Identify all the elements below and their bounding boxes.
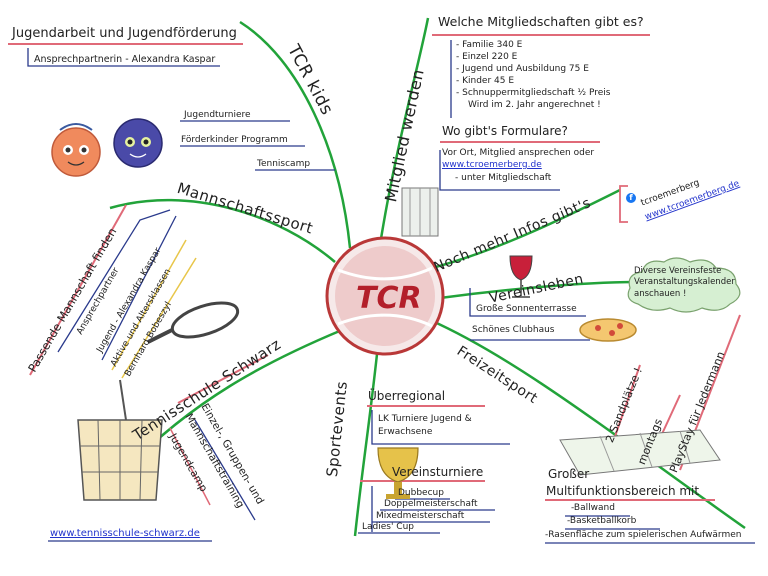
center-ball-icon — [325, 236, 445, 356]
area-item-2: -Basketballkorb — [567, 516, 637, 526]
facebook-icon[interactable]: f — [626, 193, 636, 203]
cloud-icon — [627, 257, 741, 313]
membership-1: - Familie 340 E — [456, 40, 523, 50]
jugend-title: Jugendarbeit und Jugendförderung — [12, 26, 237, 41]
trophy-icon — [377, 447, 419, 499]
cloud-line-2: Veranstaltungskalender — [634, 277, 735, 288]
branch-mitglied — [378, 17, 430, 246]
wine-glass-icon — [509, 255, 533, 298]
verein-item-4: Ladies' Cup — [362, 522, 415, 532]
court-net-icon — [559, 429, 721, 476]
regional-item-1: LK Turniere Jugend & — [378, 414, 472, 424]
forms-line-2: - unter Mitgliedschaft — [455, 173, 552, 183]
forms-link[interactable]: www.tcroemerberg.de — [442, 160, 542, 170]
pizza-icon — [579, 318, 637, 342]
area-item-1: -Ballwand — [571, 503, 615, 513]
schule-link[interactable]: www.tennisschule-schwarz.de — [50, 528, 200, 539]
kids-item-1: Jugendturniere — [184, 110, 251, 120]
verein-title: Vereinsturniere — [392, 465, 484, 479]
branch-tcr-kids — [239, 20, 352, 249]
branch-sportevents — [353, 344, 380, 537]
regional-item-2: Erwachsene — [378, 427, 433, 437]
racket-icon — [147, 301, 240, 344]
cloud-text: Diverse Vereinsfeste Veranstaltungskalen… — [634, 266, 735, 300]
branch-mannschaft — [109, 198, 336, 263]
branch-infos — [431, 188, 621, 270]
area-item-3: -Rasenfläche zum spielerischen Aufwärmen — [545, 530, 742, 540]
forms-title: Wo gibt's Formulare? — [442, 124, 568, 138]
membership-6: Wird im 2. Jahr angerechnet ! — [468, 100, 601, 110]
memberships-title: Welche Mitgliedschaften gibt es? — [438, 14, 644, 29]
center-logo: TCR — [356, 281, 422, 316]
vereinsleben-item-1: Große Sonnenterrasse — [476, 304, 577, 314]
membership-4: - Kinder 45 E — [456, 76, 515, 86]
verein-item-2: Doppelmeisterschaft — [384, 499, 478, 509]
kids-item-3: Tenniscamp — [257, 159, 311, 169]
ball-basket-icon — [77, 379, 163, 501]
verein-item-3: Mixedmeisterschaft — [376, 511, 465, 521]
jugend-contact: Ansprechpartnerin - Alexandra Kaspar — [34, 54, 216, 65]
regional-title: Überregional — [368, 389, 446, 403]
branch-vereinsleben — [439, 280, 641, 300]
cloud-line-1: Diverse Vereinsfeste — [634, 266, 722, 276]
branch-freizeit — [429, 318, 746, 530]
building-icon — [401, 187, 439, 237]
vereinsleben-item-2: Schönes Clubhaus — [472, 325, 555, 335]
area-title-1: Großer — [548, 467, 590, 481]
membership-3: - Jugend und Ausbildung 75 E — [456, 64, 589, 74]
membership-2: - Einzel 220 E — [456, 52, 518, 62]
membership-5: - Schnuppermitgliedschaft ½ Preis — [456, 88, 611, 98]
verein-item-1: Dubbecup — [398, 488, 444, 498]
area-title-2: Multifunktionsbereich mit — [546, 484, 700, 498]
cloud-line-3: anschauen ! — [634, 288, 687, 299]
kids-balls-icon — [51, 118, 163, 177]
kids-item-2: Förderkinder Programm — [181, 135, 288, 145]
forms-line-1: Vor Ort, Mitglied ansprechen oder — [442, 148, 595, 158]
